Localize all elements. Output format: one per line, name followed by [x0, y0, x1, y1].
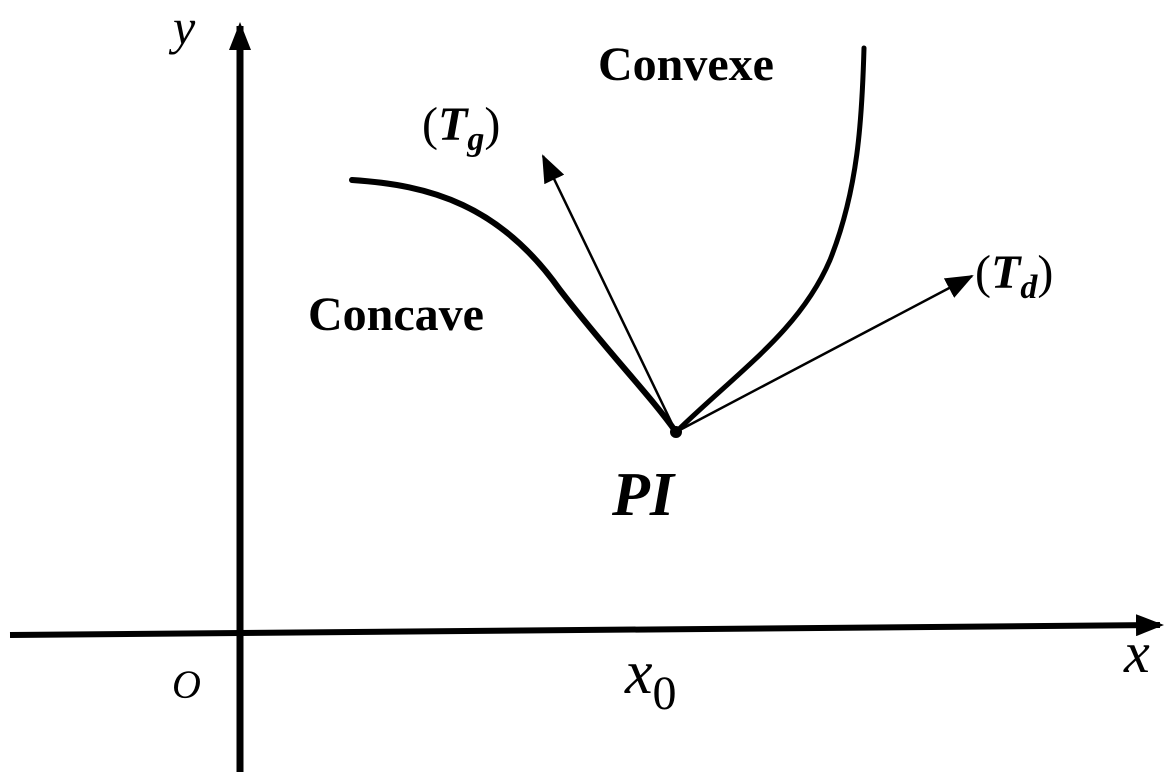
- x0-subscript: 0: [653, 667, 677, 720]
- convexe-label: Convexe: [598, 38, 774, 91]
- td-base: T: [991, 246, 1022, 299]
- tg-base: T: [438, 98, 469, 151]
- left-tangent-arrow: [541, 154, 678, 433]
- concave-curve: [349, 177, 679, 435]
- tg-subscript: g: [466, 121, 484, 158]
- tg-close-paren: ): [484, 98, 500, 151]
- origin-label: O: [172, 662, 201, 707]
- x-axis-line: [9, 614, 1164, 638]
- x-axis-label: x: [1123, 620, 1150, 685]
- right-tangent-arrow: [675, 274, 974, 434]
- inflection-point-marker: [670, 426, 682, 438]
- concave-label: Concave: [308, 288, 484, 341]
- convexe-curve: [673, 45, 867, 435]
- right-tangent-label: (Td): [975, 246, 1053, 306]
- y-axis-label: y: [168, 0, 196, 55]
- td-open-paren: (: [975, 246, 991, 299]
- tg-open-paren: (: [422, 98, 438, 151]
- td-close-paren: ): [1037, 246, 1053, 299]
- x0-base: x: [624, 639, 653, 707]
- td-subscript: d: [1020, 269, 1038, 306]
- inflection-point-label: PI: [611, 461, 676, 529]
- x0-label: x0: [624, 639, 677, 720]
- left-tangent-label: (Tg): [422, 98, 500, 158]
